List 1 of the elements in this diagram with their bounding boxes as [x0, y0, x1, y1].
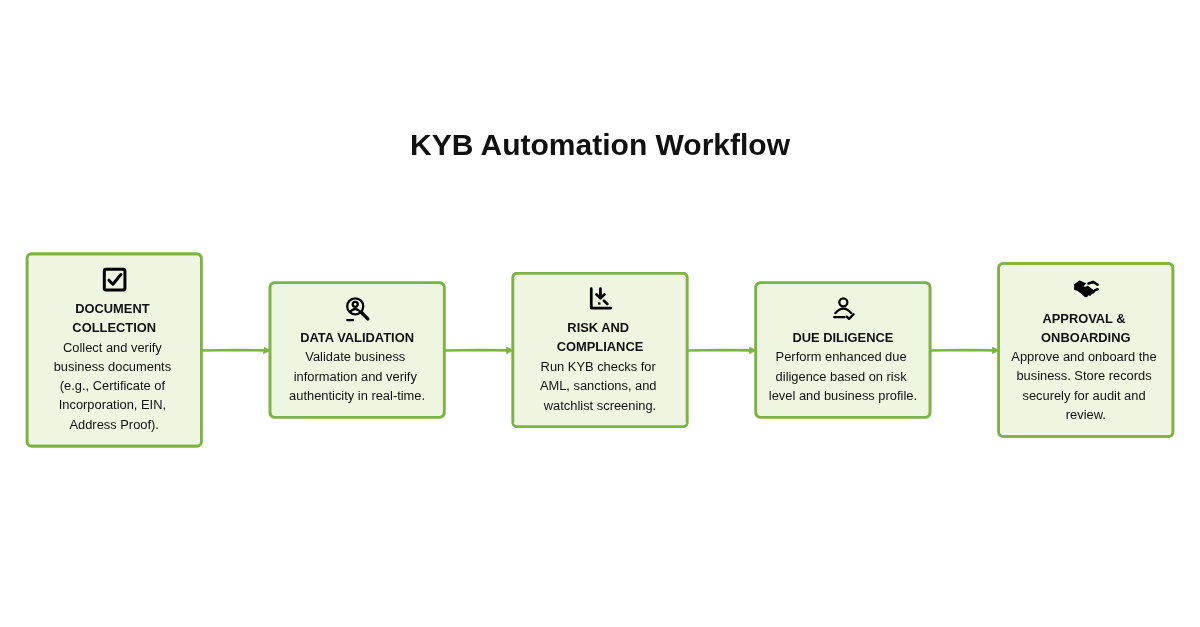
diagram-title: KYB Automation Workflow [410, 128, 790, 162]
